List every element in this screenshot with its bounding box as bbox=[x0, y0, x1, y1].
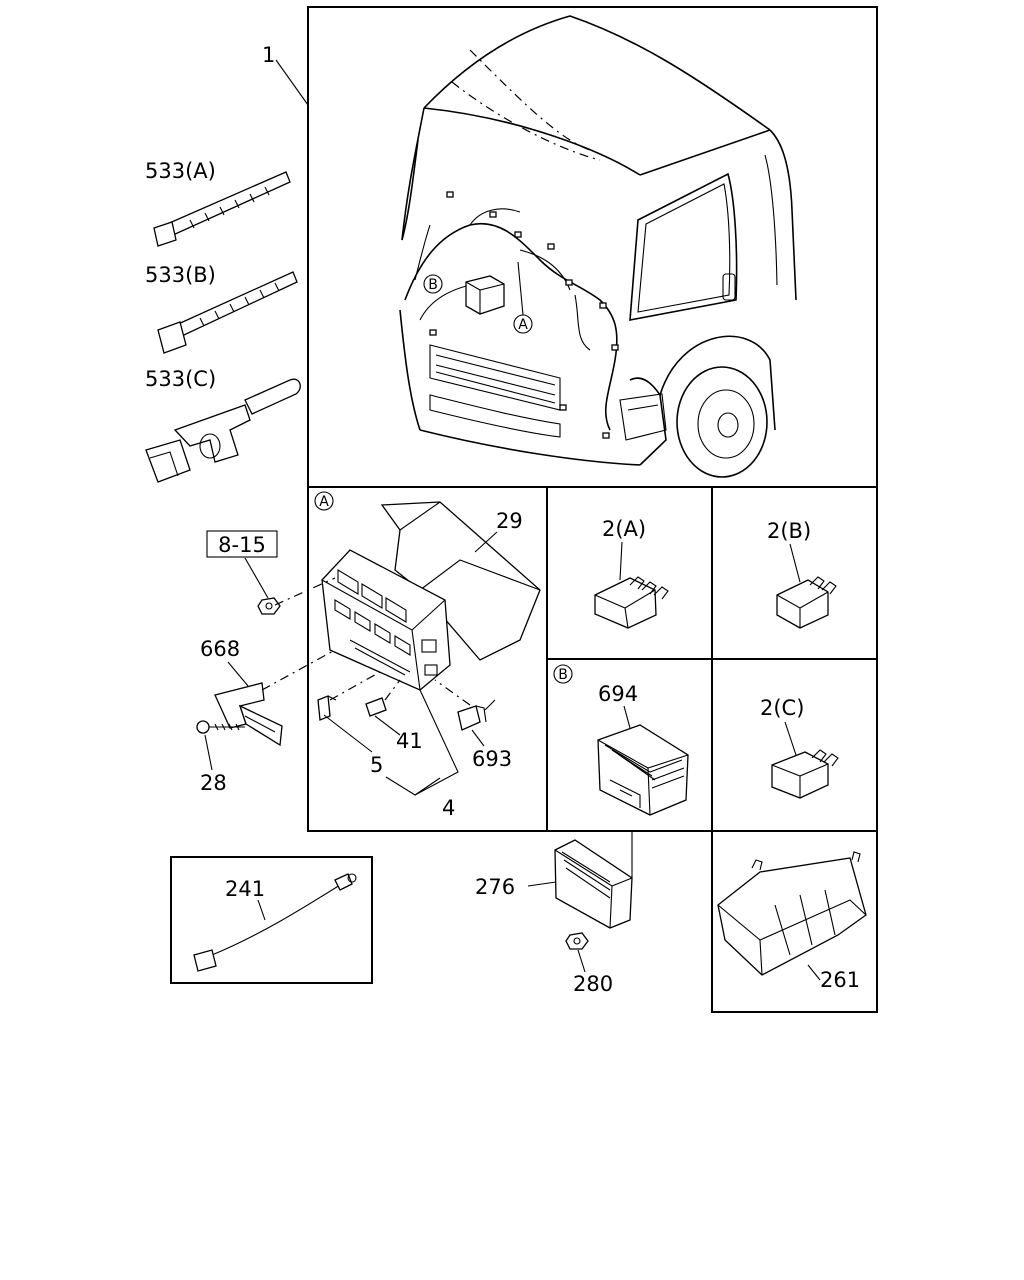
fuse-5 bbox=[317, 695, 337, 721]
label-fuse-set-4: 4 bbox=[442, 796, 455, 820]
reference-box bbox=[206, 530, 278, 558]
label-tie-a: 533(A) bbox=[145, 159, 216, 183]
label-tie-b: 533(B) bbox=[145, 263, 216, 287]
label-fuse-5: 5 bbox=[370, 753, 383, 777]
relay-2b bbox=[776, 576, 837, 629]
callout-b-cab: B bbox=[423, 274, 443, 294]
callout-b-cab-text: B bbox=[428, 277, 438, 293]
fuse-41 bbox=[365, 697, 387, 717]
bolt-icon bbox=[196, 720, 245, 734]
label-bracket-668: 668 bbox=[200, 637, 240, 661]
callout-a-panel: A bbox=[314, 491, 334, 511]
label-relay-2a: 2(A) bbox=[602, 517, 646, 541]
cable-241 bbox=[193, 873, 357, 972]
label-relay-2b: 2(B) bbox=[767, 519, 811, 543]
label-cable-241: 241 bbox=[225, 877, 265, 901]
label-tie-c: 533(C) bbox=[145, 367, 216, 391]
cable-tie-533a bbox=[153, 171, 291, 247]
clip-533c bbox=[145, 378, 301, 483]
label-bolt-28: 28 bbox=[200, 771, 227, 795]
relay-693 bbox=[457, 705, 487, 731]
label-cover-261: 261 bbox=[820, 968, 860, 992]
callout-b-panel-text: B bbox=[558, 667, 568, 683]
label-relay-2c: 2(C) bbox=[760, 696, 804, 720]
callout-a-cab-text: A bbox=[518, 317, 528, 333]
bracket-668 bbox=[214, 682, 283, 747]
label-ref-box: 8-15 bbox=[218, 533, 266, 557]
nut-280-icon bbox=[565, 932, 589, 950]
cover-261 bbox=[717, 851, 867, 976]
truck-cab-illustration bbox=[399, 15, 797, 478]
callout-a-panel-text: A bbox=[319, 494, 329, 510]
diagram-frames bbox=[170, 6, 878, 1013]
label-relay-693: 693 bbox=[472, 747, 512, 771]
callout-a-cab: A bbox=[513, 261, 533, 334]
module-694 bbox=[597, 724, 689, 816]
relay-2c bbox=[771, 749, 839, 799]
callout-b-panel: B bbox=[553, 664, 573, 684]
label-harness: 1 bbox=[262, 43, 275, 67]
cover-29 bbox=[380, 501, 541, 661]
relay-2a bbox=[594, 576, 669, 629]
nut-icon bbox=[257, 597, 281, 615]
cable-tie-533b bbox=[157, 271, 298, 354]
label-module-694: 694 bbox=[598, 682, 638, 706]
label-nut-280: 280 bbox=[573, 972, 613, 996]
controller-276 bbox=[554, 839, 633, 929]
label-controller-276: 276 bbox=[475, 875, 515, 899]
label-cover-29: 29 bbox=[496, 509, 523, 533]
fuse-box bbox=[321, 549, 451, 691]
label-fuse-41: 41 bbox=[396, 729, 423, 753]
